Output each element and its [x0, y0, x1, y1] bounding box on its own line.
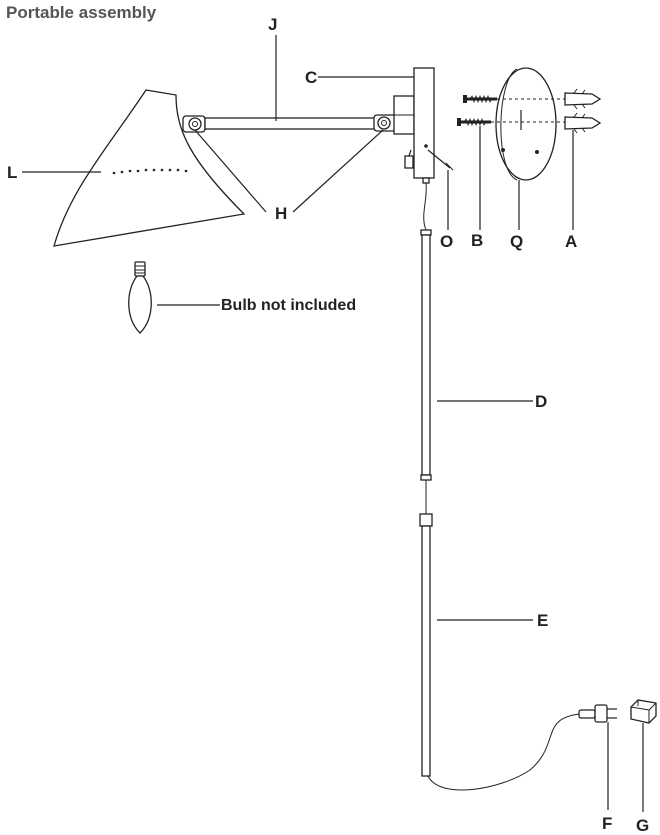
- bulb-note: Bulb not included: [221, 297, 356, 314]
- switch-icon: [404, 149, 414, 169]
- rod-segment-e: [419, 513, 581, 791]
- anchor-lower: [564, 112, 602, 134]
- anchor-upper: [564, 88, 602, 110]
- label-d: D: [535, 392, 547, 411]
- candle-bulb-icon: [128, 261, 152, 334]
- label-c: C: [305, 68, 317, 87]
- plug-adapter-icon: [630, 699, 657, 724]
- label-h: H: [275, 204, 287, 223]
- set-screw: [427, 149, 454, 171]
- left-hinge-joint: [182, 115, 206, 133]
- wall-anchors: [564, 88, 602, 134]
- label-j: J: [268, 15, 277, 34]
- plug-icon: [578, 704, 617, 723]
- label-l: L: [7, 163, 17, 182]
- shade-perforation-dots: [112, 168, 188, 175]
- power-cord-top: [422, 177, 430, 231]
- screw-lower: [457, 117, 491, 127]
- label-e: E: [537, 611, 548, 630]
- rod-segment-d: [420, 229, 432, 515]
- arm-tube: [204, 117, 378, 130]
- wall-canopy: [495, 67, 557, 181]
- label-q: Q: [510, 232, 523, 251]
- leader-lines: [22, 35, 644, 812]
- label-f: F: [602, 814, 612, 833]
- label-g: G: [636, 816, 649, 835]
- label-b: B: [471, 231, 483, 250]
- lamp-shade: [53, 89, 246, 247]
- right-hinge-joint: [373, 114, 397, 132]
- alignment-guides: [491, 98, 565, 123]
- page-title: Portable assembly: [6, 3, 157, 22]
- screw-upper: [463, 94, 497, 104]
- wall-screws: [457, 94, 497, 127]
- wall-mount-body: [393, 67, 435, 179]
- label-a: A: [565, 232, 577, 251]
- label-o: O: [440, 232, 453, 251]
